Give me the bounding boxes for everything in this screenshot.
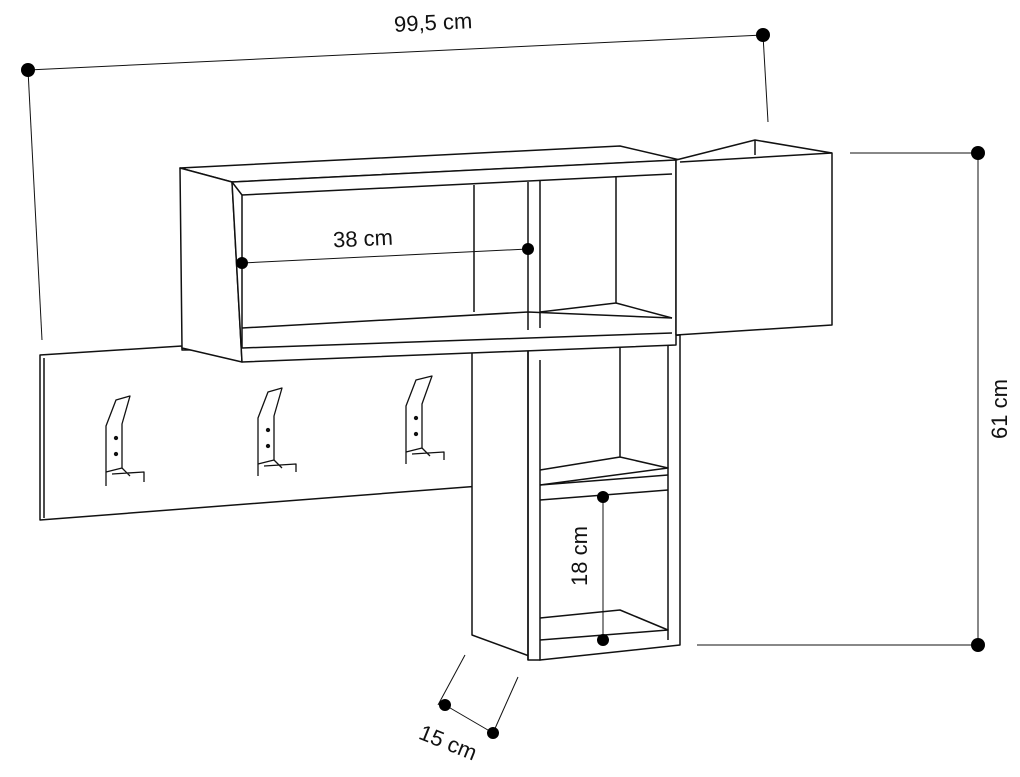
compartment-height-label: 18 cm <box>566 526 592 586</box>
hook-icon <box>105 395 145 486</box>
hook-icon <box>257 387 297 476</box>
vertical-shelf-column <box>471 334 681 661</box>
coat-hooks <box>105 375 445 486</box>
total-width-label: 99,5 cm <box>393 8 473 37</box>
dimension-lines <box>27 34 979 734</box>
hook-icon <box>405 375 445 464</box>
total-height-label: 61 cm <box>986 379 1012 439</box>
top-shelf-box <box>179 145 681 363</box>
compartment-width-label: 38 cm <box>332 224 394 253</box>
dimension-dots <box>21 28 985 739</box>
right-cabinet-box <box>675 139 833 336</box>
